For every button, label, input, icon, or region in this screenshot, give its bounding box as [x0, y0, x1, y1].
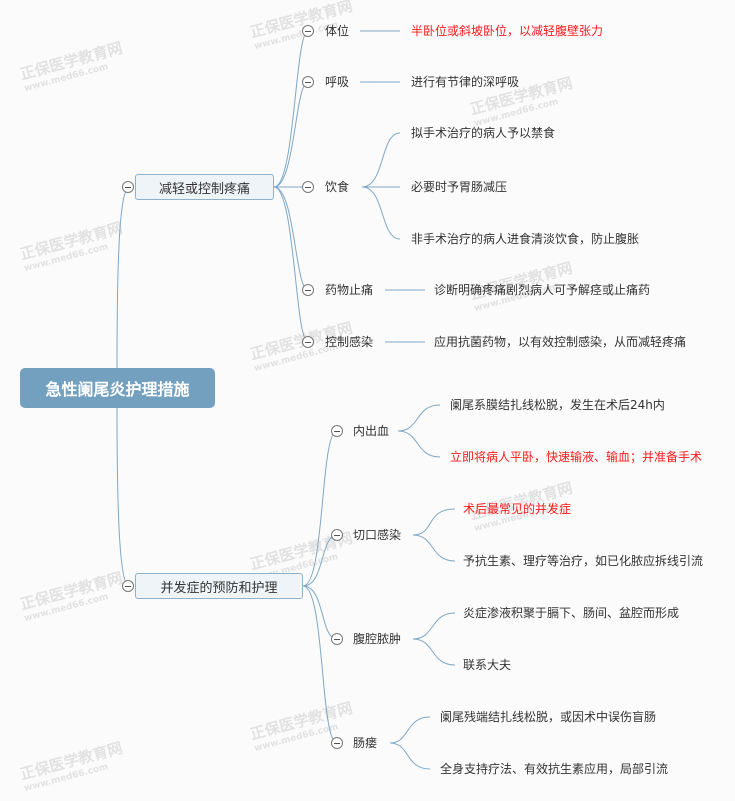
leaf[interactable]: 半卧位或斜坡卧位，以减轻腹壁张力 [411, 24, 604, 38]
collapse-toggle-icon[interactable] [302, 336, 314, 348]
leaf[interactable]: 必要时予胃肠减压 [411, 180, 508, 194]
leaf[interactable]: 阑尾残端结扎线松脱，或因术中误伤盲肠 [440, 710, 657, 724]
collapse-toggle-icon[interactable] [331, 425, 343, 437]
collapse-toggle-icon[interactable] [122, 181, 134, 193]
topic-breathing[interactable]: 呼吸 [325, 75, 350, 89]
collapse-toggle-icon[interactable] [122, 580, 134, 592]
collapse-toggle-icon[interactable] [331, 529, 343, 541]
leaf[interactable]: 应用抗菌药物，以有效控制感染，从而减轻疼痛 [434, 335, 687, 349]
topic-medication[interactable]: 药物止痛 [325, 283, 374, 297]
leaf[interactable]: 予抗生素、理疗等治疗，如已化脓应拆线引流 [463, 554, 704, 568]
topic-diet[interactable]: 饮食 [325, 180, 350, 194]
leaf[interactable]: 全身支持疗法、有效抗生素应用，局部引流 [440, 762, 669, 776]
leaf[interactable]: 术后最常见的并发症 [463, 502, 572, 516]
leaf[interactable]: 联系大夫 [463, 658, 512, 672]
collapse-toggle-icon[interactable] [302, 284, 314, 296]
topic-position[interactable]: 体位 [325, 24, 350, 38]
leaf[interactable]: 拟手术治疗的病人予以禁食 [411, 126, 556, 140]
topic-internal-bleeding[interactable]: 内出血 [353, 424, 390, 438]
topic-incision-infection[interactable]: 切口感染 [353, 528, 402, 542]
branch-complications[interactable]: 并发症的预防和护理 [135, 573, 303, 599]
leaf[interactable]: 进行有节律的深呼吸 [411, 75, 520, 89]
topic-abdominal-abscess[interactable]: 腹腔脓肿 [353, 632, 402, 646]
leaf[interactable]: 炎症渗液积聚于膈下、肠间、盆腔而形成 [463, 606, 680, 620]
collapse-toggle-icon[interactable] [331, 737, 343, 749]
collapse-toggle-icon[interactable] [331, 633, 343, 645]
leaf[interactable]: 立即将病人平卧，快速输液、输血；并准备手术 [450, 450, 703, 464]
branch-label: 并发症的预防和护理 [160, 580, 278, 596]
topic-infection-control[interactable]: 控制感染 [325, 335, 374, 349]
topic-intestinal-fistula[interactable]: 肠瘘 [353, 736, 378, 750]
collapse-toggle-icon[interactable] [302, 181, 314, 193]
leaf[interactable]: 非手术治疗的病人进食清淡饮食，防止腹胀 [411, 232, 640, 246]
branch-pain-relief[interactable]: 减轻或控制疼痛 [135, 174, 274, 200]
collapse-toggle-icon[interactable] [302, 25, 314, 37]
connector [116, 186, 129, 369]
connector [116, 407, 129, 587]
root-node[interactable]: 急性阑尾炎护理措施 [20, 368, 215, 408]
collapse-toggle-icon[interactable] [302, 76, 314, 88]
root-title: 急性阑尾炎护理措施 [45, 380, 190, 399]
leaf[interactable]: 诊断明确疼痛剧烈病人可予解痉或止痛药 [434, 283, 651, 297]
branch-label: 减轻或控制疼痛 [158, 181, 250, 197]
leaf[interactable]: 阑尾系膜结扎线松脱，发生在术后24h内 [450, 398, 665, 412]
